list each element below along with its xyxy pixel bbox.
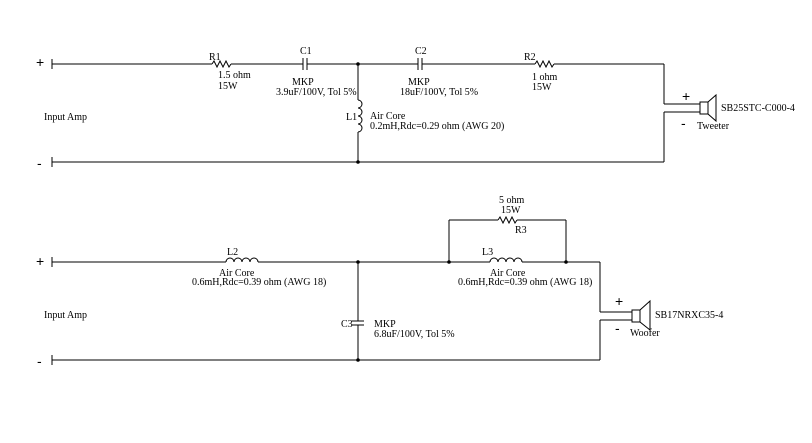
l2-spec: 0.6mH,Rdc=0.39 ohm (AWG 18): [192, 277, 326, 288]
tweeter-speaker-plus: +: [682, 88, 690, 104]
r1-ref: R1: [209, 52, 221, 63]
tweeter-speaker-icon: [699, 93, 717, 123]
l2-ref: L2: [227, 247, 238, 258]
l3-type: Air Core: [490, 268, 526, 279]
woofer-speaker-label: Woofer: [630, 328, 660, 339]
woofer-input-plus: +: [36, 253, 44, 269]
r1-power: 15W: [218, 81, 238, 92]
woofer-speaker-minus: -: [615, 320, 620, 336]
r2-power: 15W: [532, 82, 552, 93]
l1-type: Air Core: [370, 111, 406, 122]
r3-value: 5 ohm: [499, 195, 525, 206]
tweeter-input-minus: -: [37, 155, 42, 171]
woofer-input-label: Input Amp: [44, 310, 87, 321]
l3-inductor-symbol: [489, 257, 523, 263]
l1-spec: 0.2mH,Rdc=0.29 ohm (AWG 20): [370, 121, 504, 132]
c1-ref: C1: [300, 46, 312, 57]
l3-spec: 0.6mH,Rdc=0.39 ohm (AWG 18): [458, 277, 592, 288]
tweeter-speaker-model: SB25STC-C000-4: [721, 103, 795, 114]
c1-spec: 3.9uF/100V, Tol 5%: [276, 87, 357, 98]
woofer-speaker-icon: [631, 299, 651, 332]
r2-ref: R2: [524, 52, 536, 63]
l3-ref: L3: [482, 247, 493, 258]
tweeter-input-label: Input Amp: [44, 112, 87, 123]
c3-spec: 6.8uF/100V, Tol 5%: [374, 329, 455, 340]
c3-type: MKP: [374, 319, 396, 330]
r3-power: 15W: [501, 205, 521, 216]
l1-inductor-symbol: [357, 99, 363, 133]
l1-ref: L1: [346, 112, 357, 123]
c2-type: MKP: [408, 77, 430, 88]
l2-type: Air Core: [219, 268, 255, 279]
r3-ref: R3: [515, 225, 527, 236]
r1-value: 1.5 ohm: [218, 70, 251, 81]
r2-resistor-symbol: [534, 59, 555, 69]
r3-resistor-symbol: [497, 215, 518, 225]
c1-type: MKP: [292, 77, 314, 88]
tweeter-input-plus: +: [36, 54, 44, 70]
r1-resistor-symbol: [211, 59, 232, 69]
woofer-speaker-model: SB17NRXC35-4: [655, 310, 723, 321]
c2-ref: C2: [415, 46, 427, 57]
r2-value: 1 ohm: [532, 72, 558, 83]
c2-spec: 18uF/100V, Tol 5%: [400, 87, 478, 98]
tweeter-circuit: + - Input Amp R1 1.5 ohm 15W C1 MKP 3.9u…: [36, 46, 795, 171]
woofer-speaker-plus: +: [615, 293, 623, 309]
tweeter-speaker-label: Tweeter: [697, 121, 730, 132]
tweeter-speaker-minus: -: [681, 115, 686, 131]
c3-ref: C3: [341, 319, 353, 330]
l2-inductor-symbol: [225, 257, 259, 263]
woofer-input-minus: -: [37, 353, 42, 369]
woofer-circuit: + - Input Amp L2 Air Core 0.6mH,Rdc=0.39…: [36, 195, 723, 369]
